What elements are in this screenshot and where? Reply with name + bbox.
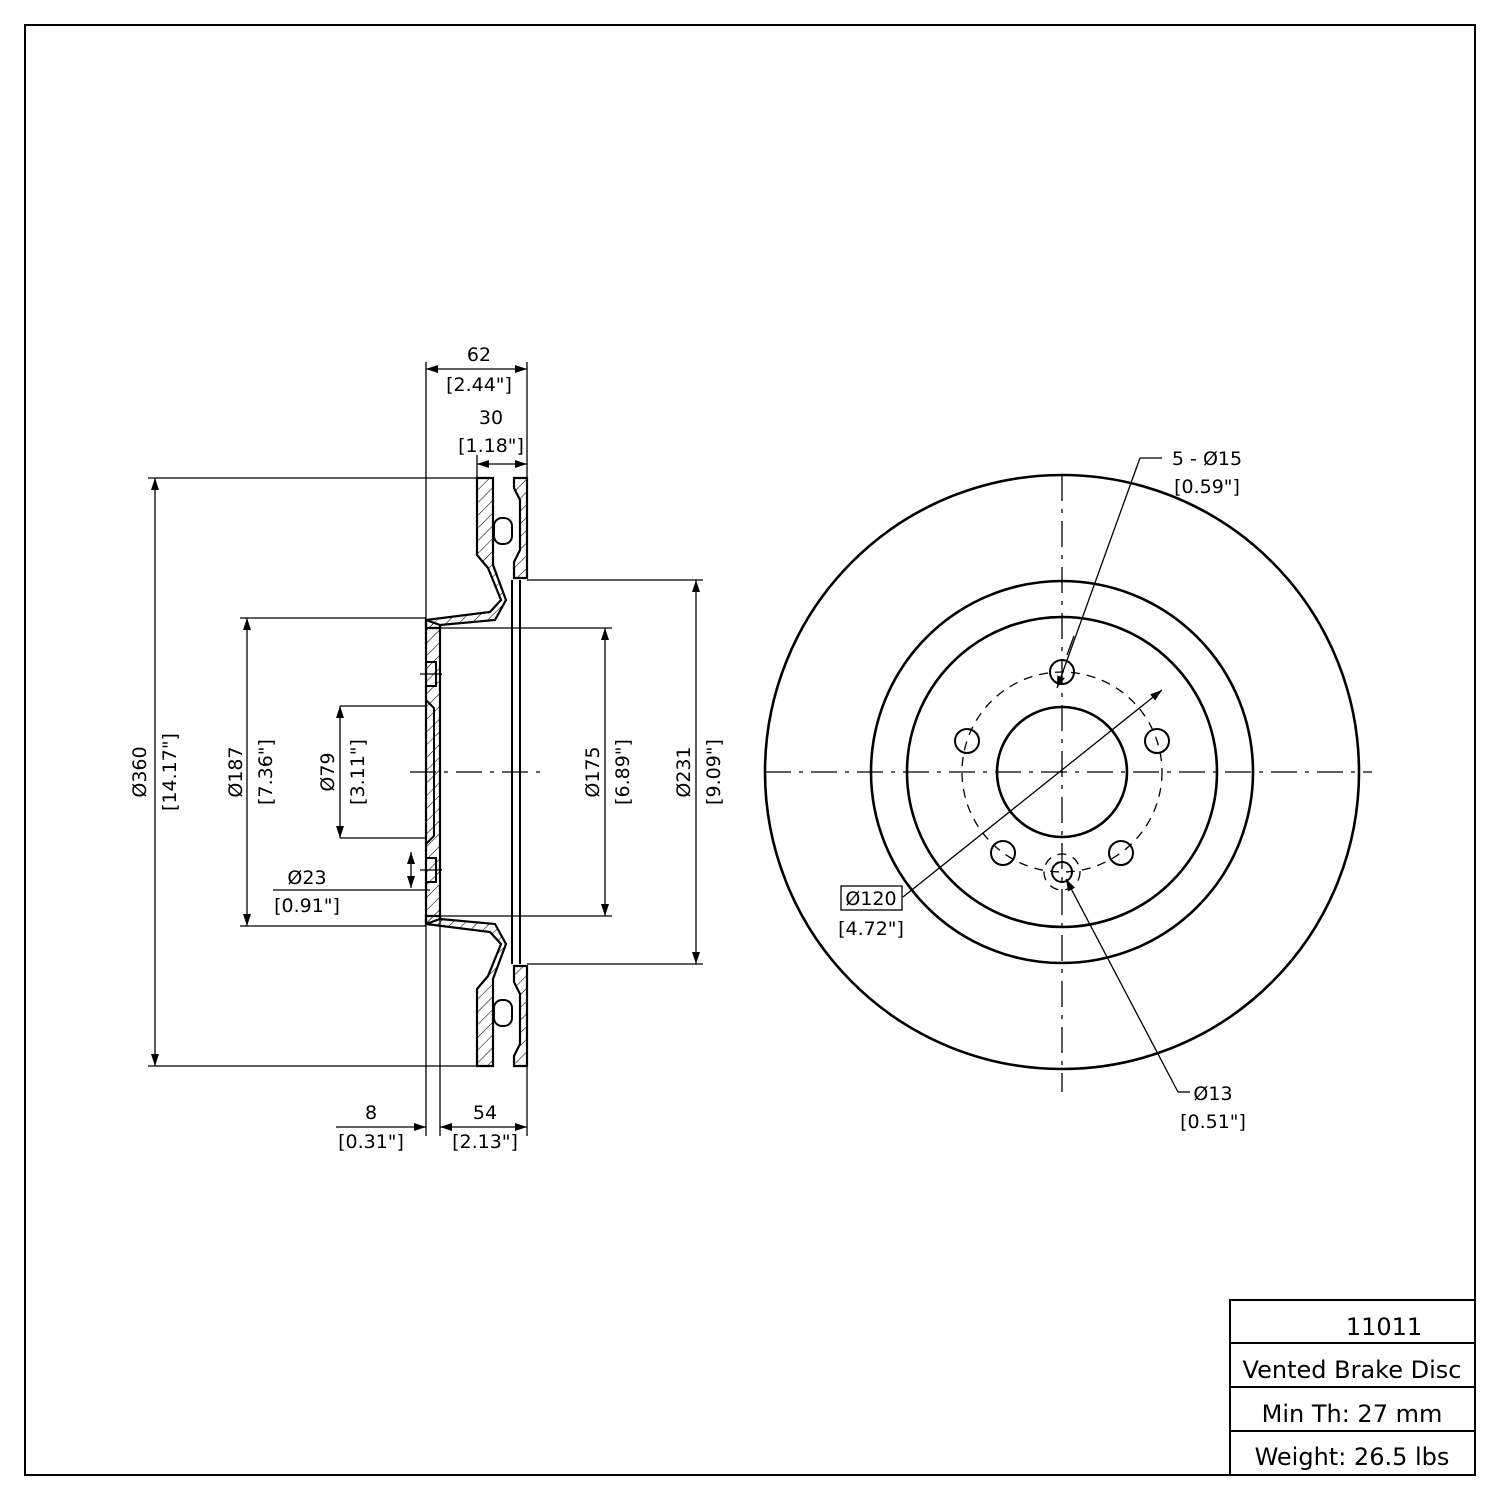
bolt-hole [1144,728,1170,754]
section-view [340,476,612,1068]
vent-top [493,517,513,545]
dim-text-inch: [9.09"] [703,739,725,805]
dim-text: 8 [365,1102,377,1124]
dim-hat-diameter: Ø187 [7.36"] [225,617,426,927]
bore-chamfer [425,699,435,845]
dim-text: Ø187 [225,746,247,797]
drawing-border [24,24,1476,1476]
dim-text: Ø120 [845,888,896,910]
dim-bolt-holes: 5 - Ø15 [0.59"] [1056,448,1242,689]
friction-inner-edge [869,579,1255,965]
title-block: 11011 Vented Brake Disc Min Th: 27 mm We… [1229,1299,1476,1476]
dim-text-inch: [7.36"] [255,739,277,805]
dim-text: Ø175 [582,746,604,797]
part-description: Vented Brake Disc [1243,1356,1462,1384]
dim-text-inch: [2.44"] [446,374,512,396]
outboard-plate-top [424,476,508,630]
dim-text: Ø23 [287,867,326,889]
dim-text: 62 [467,344,491,366]
dim-text: Ø79 [317,752,339,791]
inboard-plate-bottom [512,964,529,1068]
dim-text: Ø231 [673,746,695,797]
locator-hole [1051,861,1073,883]
dim-center-bore: Ø79 [3.11"] [317,706,369,838]
part-number: 11011 [1346,1313,1422,1341]
part-weight: Weight: 26.5 lbs [1255,1443,1450,1471]
dim-text: 30 [479,407,503,429]
dim-text: 54 [473,1102,497,1124]
leader-line [1065,878,1179,1093]
outboard-plate-bottom [424,914,508,1068]
bolt-hole [954,728,980,754]
bolt-hole [990,840,1016,866]
outer-edge [763,473,1361,1071]
dim-text-inch: [0.51"] [1180,1111,1246,1133]
dim-bolt-circle: Ø120 [4.72"] [838,689,1163,940]
dim-friction-inner-diameter: Ø231 [9.09"] [527,579,725,965]
dim-text-inch: [0.31"] [338,1131,404,1153]
dim-text-inch: [14.17"] [159,733,181,811]
dim-text-inch: [3.11"] [347,739,369,805]
dim-inner-hat-diameter: Ø175 [6.89"] [582,628,634,916]
center-bore [995,705,1129,839]
leader-line [1056,457,1141,689]
front-view [763,473,1372,1092]
dim-hat-height: 54 [2.13"] [440,1102,527,1153]
dim-text-inch: [1.18"] [458,435,524,457]
dim-text-inch: [6.89"] [612,739,634,805]
dim-text-inch: [4.72"] [838,918,904,940]
basic-dim-box [840,885,903,911]
bolt-hole [1108,840,1134,866]
vent-bottom [493,999,513,1027]
dim-text: Ø360 [129,746,151,797]
dim-small-hole: Ø23 [0.91"] [273,852,430,917]
dim-overall-width: 62 [2.44"] [425,344,528,620]
dim-text: Ø13 [1193,1083,1232,1105]
dim-outer-diameter: Ø360 [14.17"] [129,477,477,1067]
dim-text-inch: [0.91"] [274,895,340,917]
leader-line [902,689,1163,898]
dim-text: 5 - Ø15 [1172,448,1242,470]
hat-outer-edge [905,615,1219,929]
dim-rotor-thickness: 30 [1.18"] [458,407,527,478]
dim-text-inch: [2.13"] [452,1131,518,1153]
locator-hole-chamfer [1043,853,1081,891]
inboard-plate-top [512,476,529,580]
dim-text-inch: [0.59"] [1174,476,1240,498]
dim-locator-hole: Ø13 [0.51"] [1065,878,1246,1133]
bolt-circle [961,671,1163,873]
dim-hat-flange: 8 [0.31"] [336,919,528,1153]
leader-stub [1066,635,1075,656]
min-thickness: Min Th: 27 mm [1262,1400,1443,1428]
